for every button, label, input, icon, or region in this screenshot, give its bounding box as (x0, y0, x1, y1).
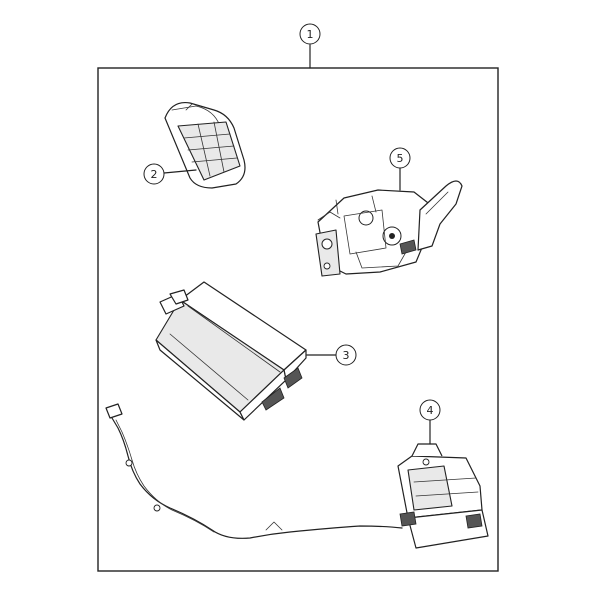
callout-5-label: 5 (397, 152, 404, 165)
kit-frame (97, 67, 499, 572)
control-module[interactable] (155, 281, 307, 421)
callout-4-label: 4 (427, 404, 434, 417)
callout-2[interactable]: 2 (143, 163, 197, 185)
callout-1-label: 1 (307, 28, 314, 41)
callout-3[interactable]: 3 (306, 344, 357, 366)
callout-2-label: 2 (151, 168, 158, 181)
callout-4[interactable]: 4 (419, 399, 441, 445)
wiring-harness[interactable] (105, 403, 403, 539)
callout-1[interactable]: 1 (299, 23, 321, 69)
callout-3-label: 3 (343, 349, 350, 362)
callout-5[interactable]: 5 (389, 147, 411, 191)
key-fob[interactable] (164, 101, 246, 189)
hood-latch[interactable] (315, 180, 463, 277)
alarm-module[interactable] (397, 443, 489, 549)
